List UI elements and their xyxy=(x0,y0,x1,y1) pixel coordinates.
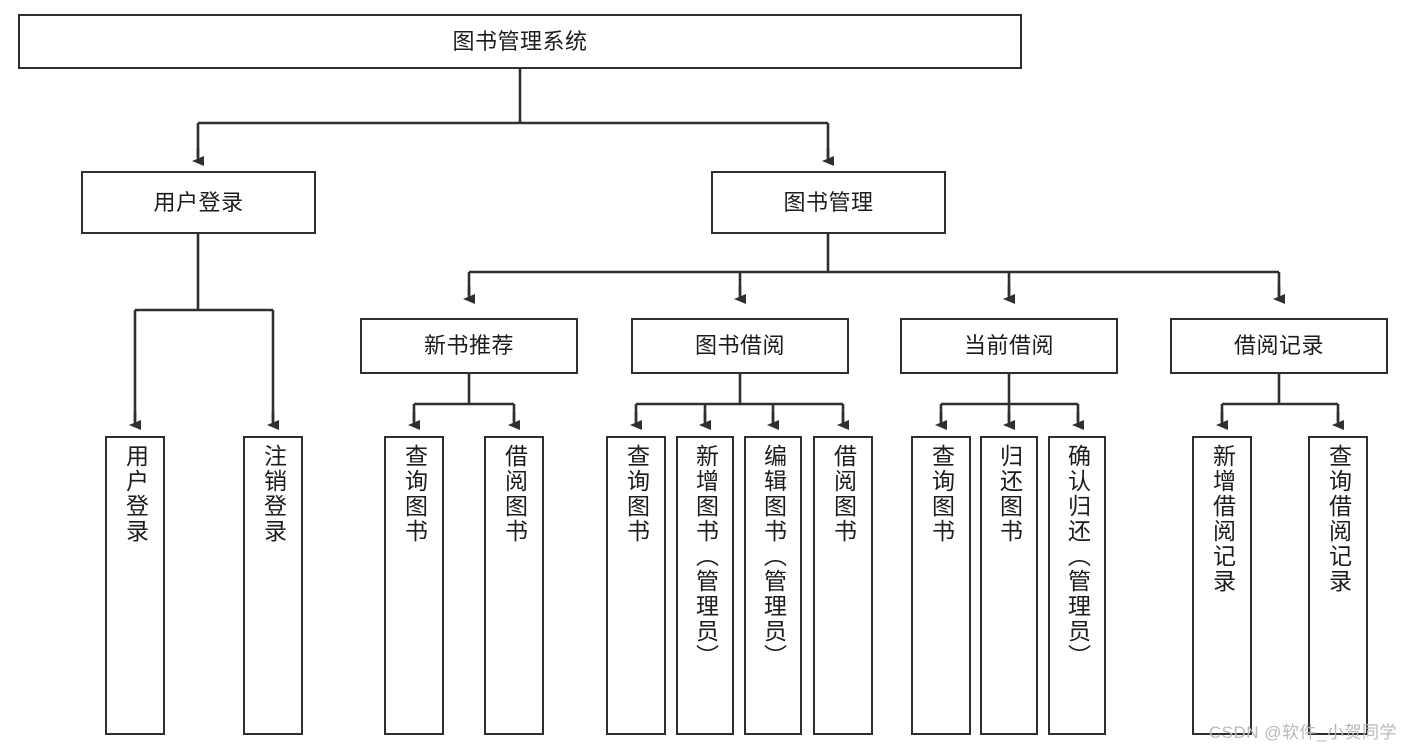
leaf-user-login[interactable]: 用户登录 xyxy=(105,436,165,735)
leaf-edit-book-admin[interactable]: 编辑图书（管理员） xyxy=(744,436,802,735)
node-current-borrow[interactable]: 当前借阅 xyxy=(900,318,1118,374)
node-label: 查询图书 xyxy=(623,444,650,544)
leaf-add-book-admin[interactable]: 新增图书（管理员） xyxy=(676,436,734,735)
leaf-borrow-books[interactable]: 借阅图书 xyxy=(813,436,873,735)
node-label: 确认归还（管理员） xyxy=(1064,444,1091,669)
node-user-login[interactable]: 用户登录 xyxy=(81,171,316,234)
node-label: 借阅记录 xyxy=(1233,333,1324,359)
leaf-borrow-books-recommend[interactable]: 借阅图书 xyxy=(484,436,544,735)
node-label: 注销登录 xyxy=(260,444,287,544)
node-label: 查询借阅记录 xyxy=(1325,444,1352,594)
node-label: 用户登录 xyxy=(153,189,244,215)
node-label: 图书管理 xyxy=(783,189,874,215)
node-label: 图书借阅 xyxy=(694,333,785,359)
node-label: 图书管理系统 xyxy=(452,28,588,54)
node-label: 查询图书 xyxy=(928,444,955,544)
node-borrow-records[interactable]: 借阅记录 xyxy=(1170,318,1388,374)
node-label: 借阅图书 xyxy=(501,444,528,544)
node-label: 借阅图书 xyxy=(830,444,857,544)
node-new-book-recommend[interactable]: 新书推荐 xyxy=(360,318,578,374)
leaf-logout[interactable]: 注销登录 xyxy=(243,436,303,735)
watermark: CSDN @软件_小贺同学 xyxy=(1208,723,1397,742)
leaf-query-books-current[interactable]: 查询图书 xyxy=(911,436,971,735)
node-book-borrow[interactable]: 图书借阅 xyxy=(631,318,849,374)
leaf-query-borrow-record[interactable]: 查询借阅记录 xyxy=(1308,436,1368,735)
leaf-confirm-return-admin[interactable]: 确认归还（管理员） xyxy=(1048,436,1106,735)
node-label: 查询图书 xyxy=(401,444,428,544)
leaf-add-borrow-record[interactable]: 新增借阅记录 xyxy=(1192,436,1252,735)
node-label: 当前借阅 xyxy=(963,333,1054,359)
node-label: 编辑图书（管理员） xyxy=(760,444,787,669)
leaf-return-books[interactable]: 归还图书 xyxy=(980,436,1038,735)
node-root-system[interactable]: 图书管理系统 xyxy=(18,14,1022,69)
node-label: 新增借阅记录 xyxy=(1209,444,1236,594)
node-book-management[interactable]: 图书管理 xyxy=(711,171,946,234)
node-label: 新书推荐 xyxy=(423,333,514,359)
leaf-query-books-recommend[interactable]: 查询图书 xyxy=(384,436,444,735)
node-label: 新增图书（管理员） xyxy=(692,444,719,669)
node-label: 用户登录 xyxy=(122,444,149,544)
leaf-query-books-borrow[interactable]: 查询图书 xyxy=(606,436,666,735)
node-label: 归还图书 xyxy=(996,444,1023,544)
